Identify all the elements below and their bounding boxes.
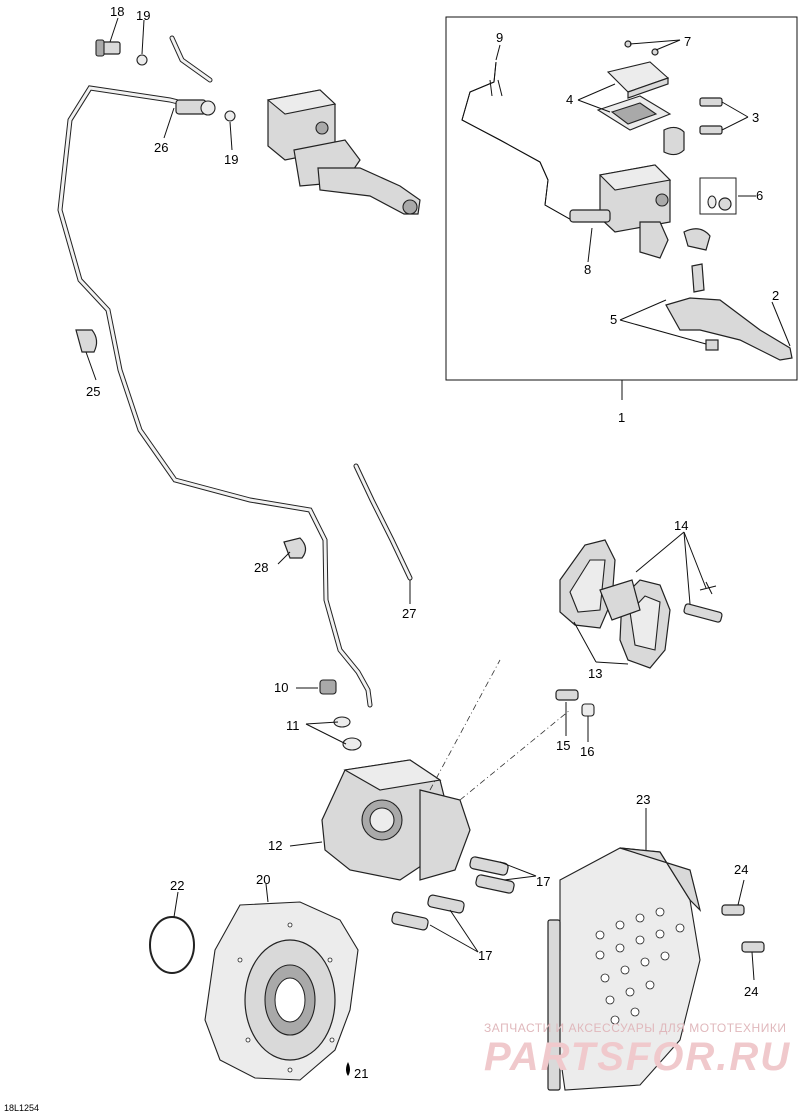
watermark-brand: PARTSFOR.RU — [484, 1035, 791, 1079]
brake-pads — [559, 539, 723, 669]
callout-8: 8 — [584, 262, 591, 277]
callout-23: 23 — [636, 792, 650, 807]
watermark-tagline: ЗАПЧАСТИ И АКСЕССУАРЫ ДЛЯ МОТОТЕХНИКИ — [484, 1021, 786, 1035]
callout-7: 7 — [684, 34, 691, 49]
callout-6: 6 — [756, 188, 763, 203]
brake-hose — [57, 85, 373, 708]
callout-26: 26 — [154, 140, 168, 155]
callout-10: 10 — [274, 680, 288, 695]
callout-19a: 19 — [136, 8, 150, 23]
callout-2: 2 — [772, 288, 779, 303]
callout-18: 18 — [110, 4, 124, 19]
callout-25: 25 — [86, 384, 100, 399]
callout-1: 1 — [618, 410, 625, 425]
callout-12: 12 — [268, 838, 282, 853]
callout-16: 16 — [580, 744, 594, 759]
callout-20: 20 — [256, 872, 270, 887]
master-cylinder-inset — [445, 16, 798, 400]
brake-caliper — [319, 679, 471, 881]
callout-19b: 19 — [224, 152, 238, 167]
callout-17a: 17 — [536, 874, 550, 889]
caliper-pins — [391, 856, 515, 931]
hose-clip-25 — [75, 329, 98, 353]
callout-27: 27 — [402, 606, 416, 621]
callout-5: 5 — [610, 312, 617, 327]
bleeder-cap — [581, 703, 595, 717]
brake-disc — [149, 901, 359, 1081]
drawing-reference: 18L1254 — [4, 1103, 39, 1113]
bleeder-valve — [555, 689, 579, 701]
callout-22: 22 — [170, 878, 184, 893]
callout-14: 14 — [674, 518, 688, 533]
callout-24a: 24 — [734, 862, 748, 877]
callout-15: 15 — [556, 738, 570, 753]
callout-28: 28 — [254, 560, 268, 575]
callout-21: 21 — [354, 1066, 368, 1081]
screw-24-lower — [741, 941, 765, 953]
callout-9: 9 — [496, 30, 503, 45]
leader-lines — [85, 17, 755, 981]
callout-13: 13 — [588, 666, 602, 681]
main-master-cylinder — [95, 35, 421, 215]
callout-17b: 17 — [478, 948, 492, 963]
callout-3: 3 — [752, 110, 759, 125]
callout-11: 11 — [286, 718, 300, 733]
heat-shield — [547, 847, 702, 1091]
callout-24b: 24 — [744, 984, 758, 999]
callout-4: 4 — [566, 92, 573, 107]
screw-24-upper — [721, 904, 745, 916]
